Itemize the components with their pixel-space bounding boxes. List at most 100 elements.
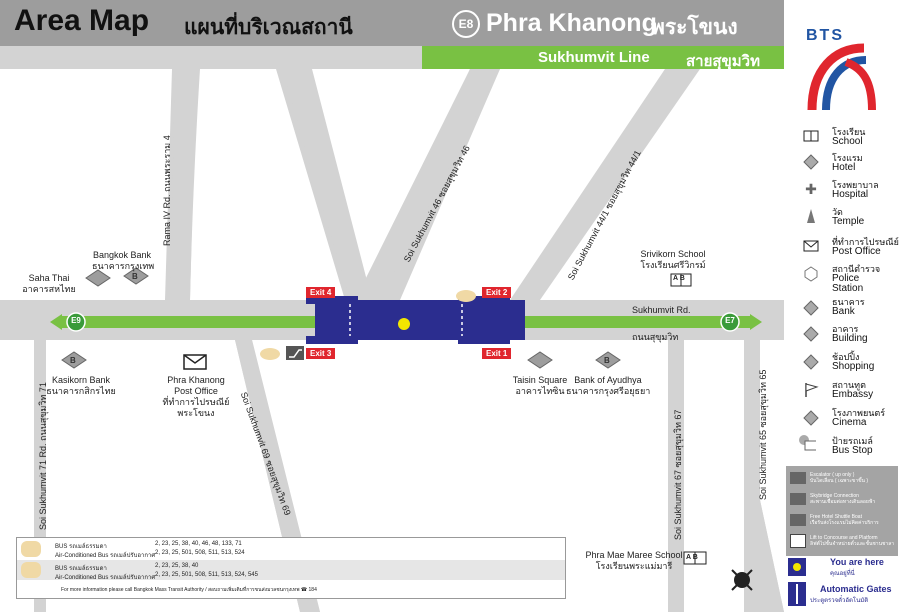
hospital-icon: ✚ [805, 180, 817, 197]
bus-row-routes: 2, 23, 25, 501, 508, 511, 513, 524, 545 [155, 572, 258, 578]
page-title: Area Map [14, 4, 150, 37]
block-rama4-west [0, 69, 172, 300]
school-icon-phra-mae-maree [683, 551, 707, 565]
station-e7-label: E7 [725, 316, 735, 325]
building-icon [802, 325, 820, 343]
cinema-icon [802, 409, 820, 427]
escalator-icon [790, 472, 806, 484]
bus-row-label: BUS รถเมล์ธรรมดา [55, 544, 107, 550]
exit1-stair [458, 336, 510, 344]
station-e9-label: E9 [71, 316, 81, 325]
you-are-here-marker [398, 318, 410, 330]
bus-info-box: BUS รถเมล์ธรรมดา 2, 23, 25, 38, 40, 46, … [16, 537, 566, 599]
compass-icon [731, 569, 753, 591]
block-soi44-west [400, 69, 665, 300]
building-icon-saha-thai [85, 269, 111, 287]
you-are-here-label: You are here [830, 557, 884, 567]
exit-2-label: Exit 2 [482, 287, 512, 298]
exit4-stair [306, 296, 358, 304]
bank-icon-text-bangkok: B [132, 272, 138, 281]
block-se-1 [684, 340, 744, 612]
road-label-soi67: Soi Sukhumvit 67 ซอยสุขุมวิท 67 [673, 409, 683, 540]
bus-row-label: Air-Conditioned Bus รถเมล์ปรับอากาศ [55, 575, 156, 581]
place-post-office: Phra Khanong Post Office ที่ทำการไปรษณีย… [162, 375, 230, 418]
road-rama4 [170, 69, 200, 300]
you-are-here-label-th: คุณอยู่ที่นี่ [830, 571, 855, 577]
bus-footnote: For more information please call Bangkok… [61, 587, 317, 593]
bank-icon-bangkok-bank [123, 267, 149, 285]
bus-stop-icon [798, 434, 816, 452]
road-soi44 [510, 69, 700, 300]
road-label-soi65: Soi Sukhumvit 65 ซอยสุขุมวิท 65 [758, 369, 768, 500]
post-office-icon [802, 237, 820, 255]
line-band [422, 46, 784, 69]
block-rama4-soi46 [190, 69, 345, 300]
shuttle-icon-south [260, 348, 280, 360]
station-name: Phra Khanong [486, 9, 657, 37]
post-office-icon [183, 354, 207, 370]
bus-row-routes: 2, 23, 25, 38, 40 [155, 563, 199, 569]
block-soi46-east [310, 69, 470, 300]
school-icon [802, 127, 820, 145]
shopping-icon [802, 353, 820, 371]
bank-icon-ayudhya [595, 351, 621, 369]
exit-1-label: Exit 1 [482, 348, 512, 359]
escalator-icon [286, 346, 304, 360]
school-icon-srivikorn [670, 273, 692, 287]
bank-icon-kasikorn [61, 351, 87, 369]
station-code-badge: E8 [452, 10, 480, 38]
station-e7-circle [720, 312, 740, 332]
bts-line-west-arrow [50, 314, 62, 330]
road-label-rama4: Rama IV Rd. ถนนพระราม 4 [162, 135, 172, 246]
road-soi46 [282, 69, 372, 300]
shuttle-boat-icon [790, 514, 806, 526]
shuttle-icon [21, 562, 41, 578]
shuttle-icon [21, 541, 41, 557]
block-se-2 [760, 340, 784, 612]
bts-logo-icon [807, 43, 876, 111]
automatic-gates-icon [788, 582, 806, 606]
bank-icon [802, 299, 820, 317]
line-name-th: สายสุขุมวิท [686, 53, 760, 70]
road-label-sukhumvit-en: Sukhumvit Rd. [632, 305, 691, 315]
building-icon-taisin [527, 351, 553, 369]
temple-icon [802, 207, 820, 225]
bus-row-routes: 2, 23, 25, 501, 508, 511, 513, 524 [155, 550, 245, 556]
automatic-gates-label: Automatic Gates [820, 584, 892, 594]
exit-3-label: Exit 3 [306, 348, 336, 359]
hotel-icon [802, 153, 820, 171]
bus-row-routes: 2, 23, 25, 38, 40, 46, 48, 133, 71 [155, 541, 242, 547]
lift-icon [790, 534, 806, 548]
bus-row-label: Air-Conditioned Bus รถเมล์ปรับอากาศ [55, 553, 156, 559]
bts-logo-text: BTS [806, 27, 844, 44]
road-soi46-b [355, 69, 500, 300]
station-e9-circle [66, 312, 86, 332]
exit2-stair [458, 296, 510, 304]
facility-notes-panel: Escalator ( up only )บันไดเลื่อน ( เฉพาะ… [786, 466, 898, 556]
exit3-stair [306, 336, 358, 344]
line-name: Sukhumvit Line [538, 49, 650, 66]
embassy-icon [802, 381, 820, 399]
header-bar [0, 0, 784, 46]
road-soi65 [744, 340, 784, 612]
road-label-sukhumvit-th: ถนนสุขุมวิท [632, 332, 679, 342]
automatic-gates-label-th: ประตูตรวจตั๋วอัตโนมัติ [810, 598, 869, 604]
road-soi67 [668, 340, 684, 612]
school-icon-text-srivikorn: A B [673, 275, 685, 282]
you-are-here-icon [788, 558, 806, 576]
station-name-th: พระโขนง [651, 16, 738, 39]
bus-row-label: BUS รถเมล์ธรรมดา [55, 566, 107, 572]
police-icon [802, 265, 820, 283]
school-icon-text-phra-mae-maree: A B [686, 554, 698, 561]
road-label-soi71: Soi Sukhumvit 71 Rd. ถนนสุขุมวิท 71 [38, 382, 48, 530]
station-body [315, 300, 525, 340]
page-title-th: แผนที่บริเวณสถานี [184, 16, 353, 39]
